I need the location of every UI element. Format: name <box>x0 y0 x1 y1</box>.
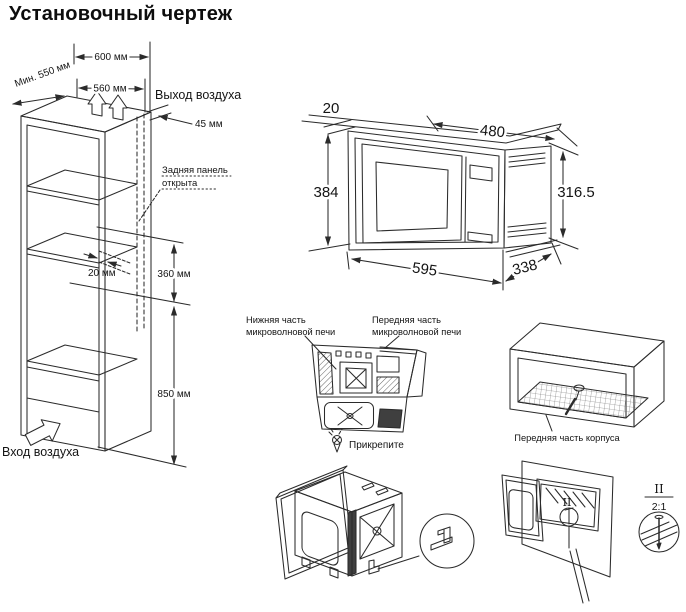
cabinet-side-face <box>104 111 152 452</box>
oven-door-glass <box>375 161 449 232</box>
fan-window <box>323 401 375 430</box>
housing-side <box>633 340 665 428</box>
niche-opening <box>535 478 601 532</box>
bracket-detail <box>430 526 453 551</box>
cabinet-front-face <box>20 115 106 452</box>
dim-label: 850 мм <box>157 389 190 400</box>
cabinet-top-face <box>20 95 152 133</box>
door-window <box>301 511 339 566</box>
open-door <box>501 474 544 542</box>
air-inlet-arrow-icon <box>24 419 61 446</box>
air-outlet-label: Выход воздуха <box>155 88 241 102</box>
back-panel-leader <box>138 189 161 222</box>
back-panel-note: открыта <box>162 178 198 189</box>
attach-label: Прикрепите <box>349 440 404 451</box>
installed-view-drawing <box>501 460 614 604</box>
screw-icon <box>564 384 585 416</box>
oven-dimension-drawing <box>301 114 579 291</box>
detail-callout <box>638 496 680 553</box>
housing-floor <box>517 381 649 419</box>
front-part-label: Передняя часть <box>372 315 441 325</box>
oven-front-frame <box>347 130 506 251</box>
dim-label: 360 мм <box>157 269 190 280</box>
screw-icon <box>564 507 574 525</box>
oven-underside-drawing <box>304 335 427 453</box>
cabinet-panel <box>521 460 614 578</box>
oven-door <box>361 143 463 244</box>
fan-icon <box>359 503 395 560</box>
detail-circle <box>638 511 680 553</box>
fan-icon <box>337 406 363 426</box>
dim-label: 338 <box>511 256 539 279</box>
dim-label: 20 мм <box>88 268 116 279</box>
air-inlet-label: Вход воздуха <box>2 445 79 459</box>
dim-label: 560 мм <box>93 84 126 95</box>
housing-front-label: Передняя часть корпуса <box>514 433 620 443</box>
bottom-part-label: микроволновой печи <box>246 327 335 337</box>
front-part-label: микроволновой печи <box>372 327 461 337</box>
oven-display <box>469 164 493 182</box>
detail-mark-label: II <box>654 482 664 496</box>
air-up-arrow-icon <box>87 90 107 117</box>
detail-mark-label: II <box>563 496 572 509</box>
dim-label: 20 <box>323 100 340 117</box>
feet <box>301 556 339 579</box>
page-title: Установочный чертеж <box>9 3 233 25</box>
open-back-dashed-lines <box>136 113 145 334</box>
front-frame-flap <box>406 349 427 398</box>
underside-front <box>316 396 408 433</box>
detail-circle <box>419 513 475 569</box>
dim-label: 600 мм <box>94 52 127 63</box>
dim-label: 45 мм <box>195 119 223 130</box>
vent-slots <box>508 152 546 168</box>
dim-label: 480 <box>479 122 506 142</box>
mounting-bracket <box>368 559 380 575</box>
body-back-face <box>351 492 403 577</box>
housing-drawing <box>509 322 665 432</box>
dim-label: 384 <box>313 184 338 201</box>
dim-label: 595 <box>411 259 438 279</box>
dim-label: Мин. 550 мм <box>13 60 72 90</box>
screw-icon <box>654 514 664 550</box>
dim-label: 316.5 <box>557 184 595 201</box>
rear-assembly-drawing <box>275 465 475 580</box>
air-up-arrow-icon <box>108 94 128 121</box>
bottom-part-label: Нижняя часть <box>246 315 306 325</box>
labels: 600 мм Мин. 550 мм 560 мм Выход воздуха … <box>2 50 667 514</box>
detail-scale-label: 2:1 <box>652 501 667 513</box>
door-window <box>508 489 534 531</box>
back-panel-note: Задняя панель <box>162 165 228 176</box>
vent-slots <box>507 222 547 238</box>
screw-icon <box>328 428 343 453</box>
oven-body-side <box>503 145 552 249</box>
cabinet-drawing <box>12 41 232 468</box>
label-leaders <box>304 335 400 370</box>
